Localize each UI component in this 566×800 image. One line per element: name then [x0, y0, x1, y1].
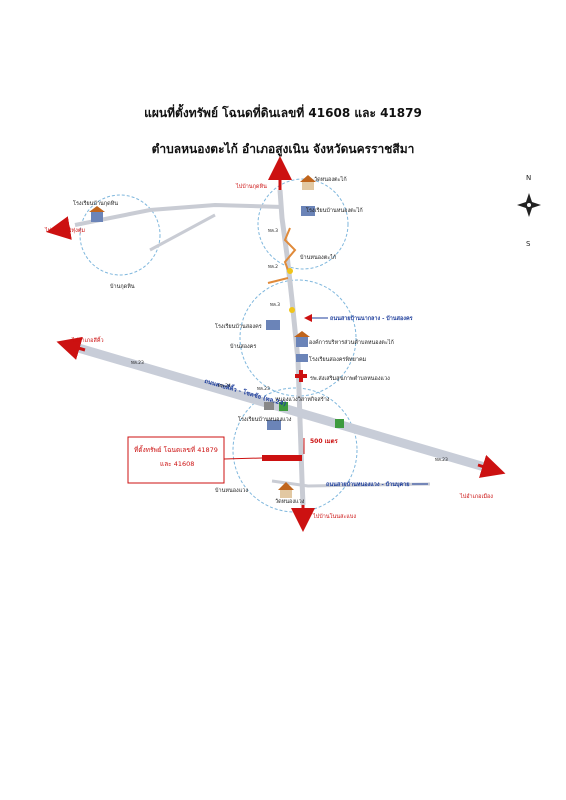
destination-east-highway: ไปอำเภอเมือง [459, 493, 493, 500]
temple-icon [278, 482, 294, 498]
compass-north-label: N [526, 174, 531, 182]
temple-icon [300, 175, 316, 190]
route-marker-top-1: ทล.3 [268, 228, 278, 234]
property-label-line1: ที่ตั้งทรัพย์ โฉนดเลขที่ 41879 [134, 445, 218, 454]
destination-kud-nin: ไปบ้านกุดหิน [235, 183, 267, 190]
main-local-road [277, 189, 306, 506]
dirt-road-section [283, 227, 297, 271]
label-village-nong-waeng: บ้านหนองแวง [215, 487, 248, 494]
arrow-west-highway [56, 336, 86, 360]
route-marker-hw-right: ทล.23 [435, 457, 448, 463]
school-icon [296, 354, 308, 362]
label-school-kud-nin: โรงเรียนบ้านกุดหิน [73, 199, 118, 207]
village-area-nong-takai [257, 178, 349, 270]
label-school-phitthayakhom: โรงเรียนสองครพิทยาคม [309, 355, 367, 363]
label-school-nong-waeng: โรงเรียนบ้านหนองแวง [238, 415, 292, 423]
village-area-kud-nin [79, 194, 161, 276]
destination-mai-thuen: ไปบ้านใหม่ทุ่งตุ่ม [44, 227, 85, 234]
route-marker-top-2: ทล.2 [268, 264, 278, 270]
label-road-nong-waeng: ถนนสายบ้านหนองแวง - บ้านบุคาย [326, 480, 409, 488]
property-label-box [127, 436, 225, 484]
hospital-icon [295, 370, 307, 382]
school-icon [301, 206, 315, 216]
road-nong-waeng [271, 479, 431, 488]
bank-icon [264, 402, 274, 410]
village-area-nong-waeng [232, 387, 358, 513]
property-pointer-line [223, 457, 263, 460]
gas-station-icon [279, 402, 344, 428]
distance-label: 500 เมตร [310, 438, 339, 445]
road-to-mai-thuen [74, 202, 284, 227]
route-marker-hw-center: ทล.23 [257, 386, 270, 392]
map-title-line1: แผนที่ตั้งทรัพย์ โฉนดที่ดินเลขที่ 41608 … [144, 106, 422, 120]
destination-south: ไปบ้านโนนสะแบง [312, 512, 356, 520]
label-hospital: รพ.ส่งเสริมสุขภาพตำบลหนองแวง [310, 375, 390, 382]
label-village-kud-nin: บ้านกุดหิน [110, 283, 135, 290]
government-office-icon [294, 331, 310, 347]
label-wat-nong-waeng: วัดหนองแวง [275, 498, 305, 505]
bus-stop-icon [287, 268, 295, 313]
label-school-song-khon: โรงเรียนบ้านสองคร [215, 322, 262, 330]
label-bank: หนองแวงวิสาหกิจสร้าง [275, 396, 330, 403]
label-school-nong-takai: โรงเรียนบ้านหนองตะไก้ [306, 206, 363, 214]
school-icon [267, 420, 281, 430]
property-plot-marker [262, 455, 302, 461]
dirt-road-branch [267, 277, 289, 284]
arrow-east-highway [477, 454, 506, 478]
route-marker-mid: ทล.3 [270, 302, 280, 308]
route-marker-hw-label: ทล.24 [218, 383, 231, 389]
property-label-line2: และ 41608 [160, 460, 194, 468]
school-icon [266, 320, 280, 330]
school-icon [89, 206, 105, 222]
label-road-na-klang: ถนนสายบ้านนากลาง - บ้านสองคร [330, 314, 413, 322]
arrow-mai-thuen [46, 216, 72, 240]
map-title-line2: ตำบลหนองตะไก้ อำเภอสูงเนิน จังหวัดนครราช… [151, 142, 415, 156]
label-wat-nong-takai: วัดหนองตะไก้ [314, 176, 347, 183]
destination-west-highway: ไปอำเภอสีคิ้ว [71, 336, 104, 344]
compass-rose-icon [517, 193, 541, 217]
label-village-song-khon: บ้านสองคร [230, 343, 256, 350]
compass-south-label: S [526, 240, 531, 248]
branch-road-kud-nin [149, 213, 216, 252]
label-village-nong-takai: บ้านหนองตะไก้ [300, 254, 336, 261]
label-tambon-office: องค์การบริหารส่วนตำบลหนองตะไก้ [309, 339, 394, 346]
route-marker-hw-left: ทล.23 [131, 360, 144, 366]
